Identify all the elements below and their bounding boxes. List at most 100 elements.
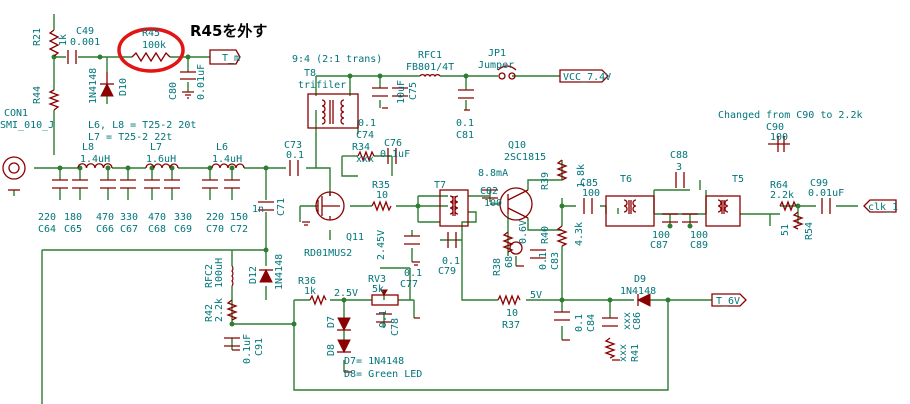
ref-c82: C82 (480, 186, 498, 197)
inductor-note-1: L6, L8 = T25-2 20t (88, 120, 196, 131)
capacitor-c79 (447, 232, 457, 248)
ref-c83: C83 (550, 252, 561, 270)
val-c73: 0.1 (286, 150, 304, 161)
ref-c66: C66 (96, 224, 114, 235)
net-label-vcc: VCC_7.4V (563, 72, 611, 83)
val-rv3: 5k (372, 284, 384, 295)
annotation-text: R45を外す (190, 22, 267, 40)
ref-jp1: JP1 (488, 48, 506, 59)
ref-d10: D10 (118, 78, 129, 96)
ref-c72: C72 (230, 224, 248, 235)
capacitor-c77 (404, 235, 420, 245)
capacitor-c83 (530, 249, 546, 259)
val-r64: 2.2k (770, 190, 794, 201)
ref-c64: C64 (38, 224, 56, 235)
diode-note-1: D7= 1N4148 (344, 356, 404, 367)
resistor-r21 (48, 29, 60, 57)
ref-r36: R36 (298, 276, 316, 287)
net-flag-vcc (559, 69, 609, 83)
highlight-circle (117, 27, 185, 73)
val-c84: 0.1 (574, 314, 585, 332)
val-c77: 0.1 (404, 268, 422, 279)
resistor-r39 (556, 159, 568, 181)
val-c99: 0.01uF (808, 188, 844, 199)
diode-d12 (259, 268, 273, 283)
capacitor-c85 (583, 198, 593, 214)
ref-c81: C81 (456, 130, 474, 141)
val-c67: 330 (120, 212, 138, 223)
ref-c99: C99 (810, 178, 828, 189)
potentiometer-rv3 (371, 289, 399, 306)
val-l8: 1.4uH (80, 154, 110, 165)
val-c76: 0.1uF (380, 149, 410, 160)
ref-d8: D8 (326, 344, 337, 356)
val-c85: 100 (582, 188, 600, 199)
ref-r41: R41 (630, 344, 641, 362)
transformer-note: 9:4 (2:1 trans) (292, 54, 382, 65)
connector-con1 (2, 156, 26, 191)
ref-c86: C86 (632, 312, 643, 330)
capacitor-c49 (67, 50, 77, 64)
val-c70: 220 (206, 212, 224, 223)
val-c74: 0.1 (358, 118, 376, 129)
val-c80: 0.01uF (196, 64, 207, 100)
ref-c73: C73 (284, 140, 302, 151)
capacitor-c75 (392, 87, 408, 97)
val-c86: xxx (622, 312, 633, 330)
val-t8: trifiler (298, 80, 346, 91)
ref-c78: C78 (390, 318, 401, 336)
ref-c80: C80 (168, 82, 179, 100)
capacitor-c81 (458, 89, 474, 99)
ref-q11: Q11 (346, 232, 364, 243)
val-d10: 1N4148 (88, 68, 99, 104)
val-c81: 0.1 (456, 118, 474, 129)
val-c79: 0.1 (442, 256, 460, 267)
ref-c69: C69 (174, 224, 192, 235)
ref-c84: C84 (586, 314, 597, 332)
net-label-t6v: T_6V (716, 296, 740, 307)
val-c75: 10uF (396, 80, 407, 104)
resistor-r41 (604, 337, 616, 359)
transformer-t5 (705, 195, 741, 227)
val-c72: 150 (230, 212, 248, 223)
capacitor-c91 (224, 337, 240, 347)
inductor-l6 (211, 163, 245, 169)
ref-r35: R35 (372, 180, 390, 191)
val-c64: 220 (38, 212, 56, 223)
val-c91: 0.1uF (242, 334, 253, 364)
ref-c90: C90 (766, 122, 784, 133)
capacitor-c87 (662, 213, 678, 223)
ref-d12: D12 (248, 266, 259, 284)
ref-t6: T6 (620, 174, 632, 185)
ref-r38: R38 (492, 258, 503, 276)
ref-r45: R45 (142, 28, 160, 39)
transformer-t7 (439, 189, 469, 227)
resistor-r40 (556, 225, 568, 247)
ref-c88: C88 (670, 150, 688, 161)
val-c78: 0.1 (378, 310, 389, 328)
capacitor-c90 (768, 136, 790, 152)
val-jp1: Jumper (478, 60, 514, 71)
val-c83: 0.1 (538, 252, 549, 270)
val-rfc2: 100uH (214, 258, 225, 288)
ref-r40: R40 (540, 226, 551, 244)
ref-r37: R37 (502, 320, 520, 331)
val-l7: 1.6uH (146, 154, 176, 165)
ref-c70: C70 (206, 224, 224, 235)
capacitor-c88 (675, 172, 685, 188)
val-c66: 470 (96, 212, 114, 223)
ref-r64: R64 (770, 180, 788, 191)
val-r54: 51 (780, 224, 791, 236)
resistor-r54 (792, 211, 804, 230)
val-c88: 3 (676, 162, 682, 173)
val-r41: xxx (618, 344, 629, 362)
ref-c79: C79 (438, 266, 456, 277)
ref-d7: D7 (326, 316, 337, 328)
ref-r21: R21 (32, 28, 43, 46)
val-c90: 100 (770, 132, 788, 143)
resistor-r35 (371, 200, 392, 212)
ref-rfc2: RFC2 (204, 264, 215, 288)
val-r39: 1.8k (576, 164, 587, 188)
diode-d7 (337, 317, 351, 332)
